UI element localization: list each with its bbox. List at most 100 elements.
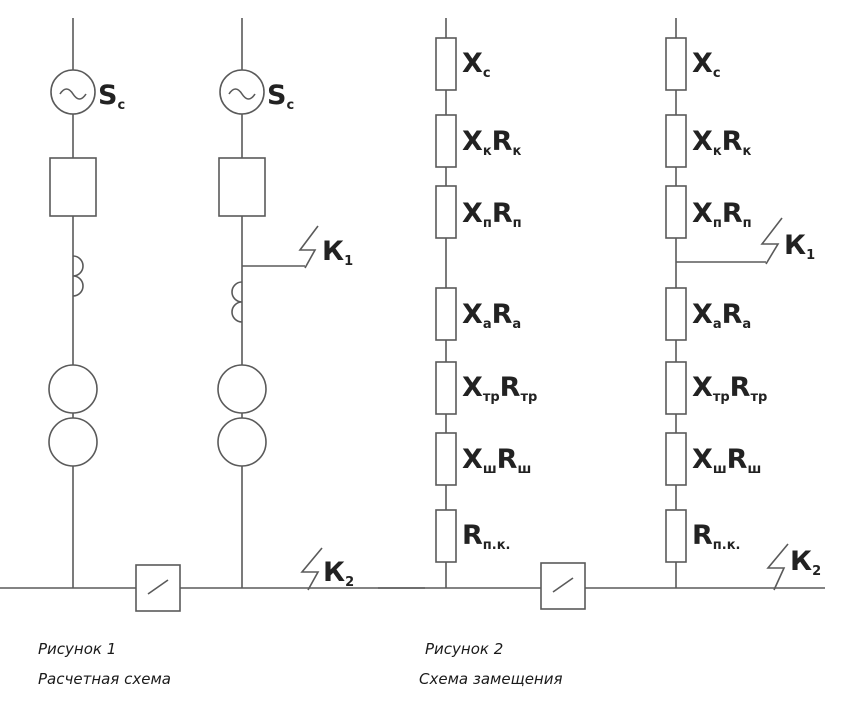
fig1-caption-title: Расчетная схема [38, 670, 171, 688]
label-part: R [497, 444, 518, 475]
element-label: XпRп [462, 198, 522, 231]
label-part: R [492, 299, 513, 330]
label-part: X [692, 444, 713, 475]
label-part: п.к. [483, 538, 511, 553]
fig2-labels-left: Xc XкRк XпRп XаRа XтрRтр XшRш Rп.к. [462, 48, 537, 553]
fig2-fault2-label: К2 [790, 546, 821, 579]
fig2-labels-right: Xc XкRк XпRп XаRа XтрRтр XшRш Rп.к. [692, 48, 767, 553]
fig1-breaker-contact [147, 579, 169, 595]
label-part: а [713, 317, 722, 332]
label-part: 2 [345, 575, 354, 590]
label-part: п.к. [713, 538, 741, 553]
label-part: К [322, 236, 344, 267]
label-part: тр [520, 390, 537, 405]
element-xc [435, 37, 457, 91]
element-label: XтрRтр [462, 372, 537, 405]
transformer-winding-1 [48, 364, 98, 414]
label-part: c [286, 98, 294, 113]
label-part: 2 [812, 564, 821, 579]
label-part: R [722, 299, 743, 330]
fig2-breaker-contact [552, 577, 574, 593]
label-part: а [742, 317, 751, 332]
element-xc [665, 37, 687, 91]
label-part: ш [483, 462, 497, 477]
element-label: XаRа [462, 299, 521, 332]
element-label: Rп.к. [462, 520, 510, 553]
element-label: Xc [692, 48, 721, 81]
fault2-lightning-icon [766, 543, 789, 591]
label-part: к [483, 144, 492, 159]
element-label: XшRш [462, 444, 531, 477]
label-part: а [512, 317, 521, 332]
label-part: S [98, 80, 117, 111]
label-part: R [730, 372, 751, 403]
figure1: Sc Sc К1 К2 Рисунок 1 Расчетная схема [0, 18, 425, 688]
element-label: XкRк [692, 126, 751, 159]
label-part: ш [747, 462, 761, 477]
label-part: X [462, 444, 483, 475]
label-part: X [692, 126, 713, 157]
fig2-branch-left [435, 18, 457, 588]
element-xk-rk [665, 114, 687, 168]
generator-source [50, 69, 96, 115]
label-part: R [500, 372, 521, 403]
label-part: X [462, 48, 483, 79]
fault2-lightning-icon [300, 547, 323, 591]
label-part: п [483, 216, 492, 231]
element-xa-ra [665, 287, 687, 341]
reactor-coil [72, 255, 84, 297]
label-part: ш [517, 462, 531, 477]
label-part: c [483, 66, 491, 81]
label-part: R [492, 198, 513, 229]
label-part: к [742, 144, 751, 159]
generator-source [219, 69, 265, 115]
label-part: ш [713, 462, 727, 477]
label-part: R [462, 520, 483, 551]
label-part: К [323, 557, 345, 588]
label-part: c [713, 66, 721, 81]
label-part: X [462, 198, 483, 229]
label-part: к [512, 144, 521, 159]
label-part: К [790, 546, 812, 577]
fig1-fault1-label: К1 [322, 236, 353, 269]
label-part: X [692, 372, 713, 403]
element-xp-rp [665, 185, 687, 239]
fig1-branch-right [217, 18, 319, 588]
fault1-lightning-icon [760, 217, 783, 265]
fig1-section-breaker [135, 564, 181, 612]
fig1-fault2-label: К2 [323, 557, 354, 590]
element-label: XаRа [692, 299, 751, 332]
label-part: а [483, 317, 492, 332]
label-part: R [722, 126, 743, 157]
label-part: п [513, 216, 522, 231]
label-part: тр [483, 390, 500, 405]
element-rpk [435, 509, 457, 563]
element-label: XтрRтр [692, 372, 767, 405]
fig1-caption-number: Рисунок 1 [38, 640, 116, 658]
label-part: S [267, 80, 286, 111]
label-part: R [722, 198, 743, 229]
label-part: X [462, 299, 483, 330]
reactor-coil [231, 281, 243, 323]
label-part: 1 [806, 248, 815, 263]
label-part: X [462, 126, 483, 157]
element-xa-ra [435, 287, 457, 341]
figure2: Xc XкRк XпRп XаRа XтрRтр XшRш Rп.к. Xc X… [378, 18, 825, 688]
label-part: X [462, 372, 483, 403]
breaker-box [218, 157, 266, 217]
label-part: R [492, 126, 513, 157]
fig1-branch-left [48, 18, 98, 588]
label-part: R [727, 444, 748, 475]
transformer-winding-2 [217, 417, 267, 467]
sine-icon [59, 88, 87, 100]
fig2-caption-number: Рисунок 2 [425, 640, 503, 658]
label-part: c [117, 98, 125, 113]
element-xp-rp [435, 185, 457, 239]
transformer-winding-1 [217, 364, 267, 414]
element-label: XпRп [692, 198, 752, 231]
fig2-branch-right [665, 18, 783, 588]
label-part: тр [713, 390, 730, 405]
element-xsh-rsh [665, 432, 687, 486]
element-label: XшRш [692, 444, 761, 477]
